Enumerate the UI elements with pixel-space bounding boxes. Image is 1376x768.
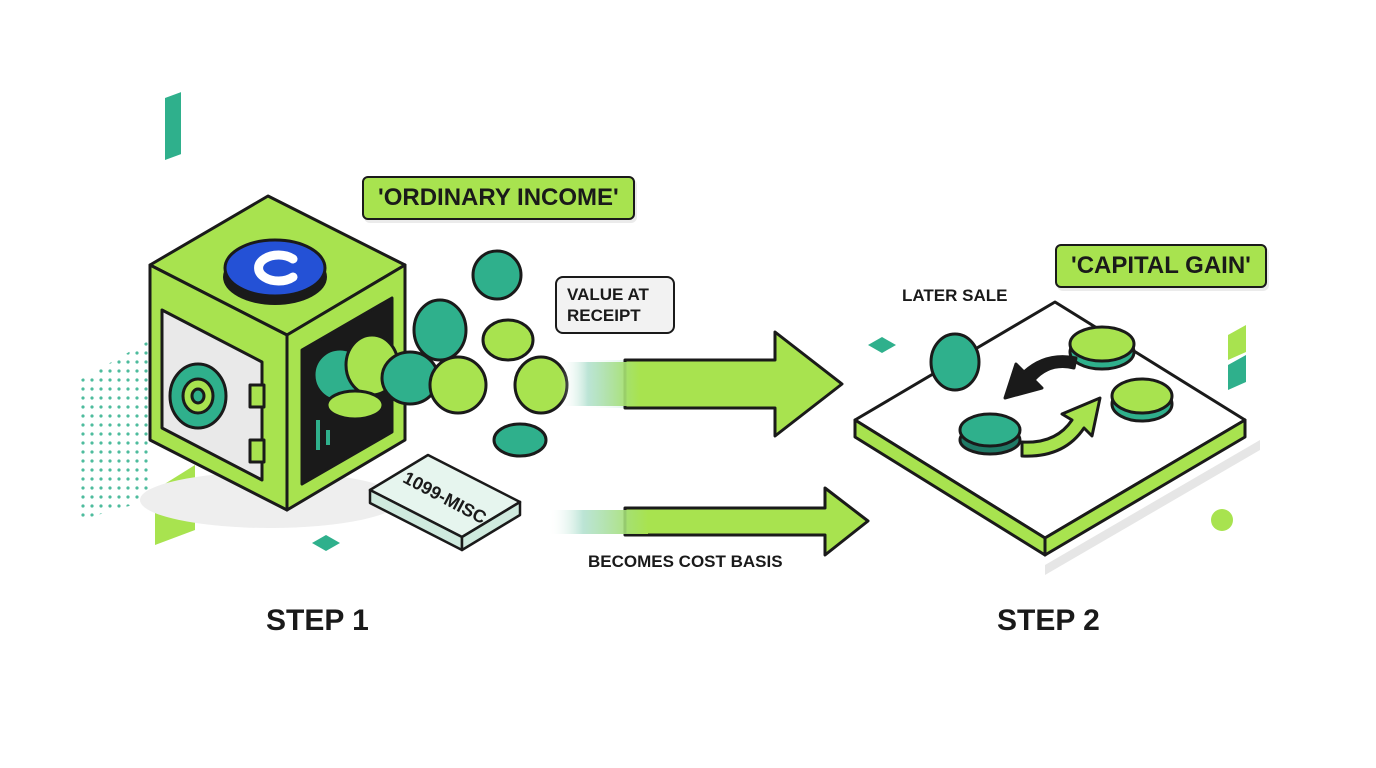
decor-green-shard-2: [1228, 325, 1246, 360]
decor-teal-shard: [1228, 355, 1246, 390]
decor-teal-diamond: [312, 535, 340, 551]
coin: [428, 355, 488, 415]
decor-green-dot: [1211, 509, 1233, 531]
upper-flow-arrow: [560, 330, 844, 438]
coin: [513, 355, 569, 415]
decor-dots-pattern: [80, 340, 150, 520]
decor-teal-bar: [165, 92, 181, 160]
cost-basis-caption: BECOMES COST BASIS: [588, 552, 783, 571]
spilling-coins: [312, 249, 569, 458]
coin: [492, 422, 548, 458]
brand-c-logo-icon: [223, 238, 327, 305]
platform-shadow: [1045, 440, 1260, 575]
ordinary-income-tag: 'ORDINARY INCOME': [362, 176, 635, 220]
capital-gain-tag: 'CAPITAL GAIN': [1055, 244, 1267, 288]
platform-coins: [929, 325, 1174, 456]
vault-dial-icon: [168, 362, 228, 430]
lower-flow-arrow: [548, 486, 870, 557]
coin: [481, 318, 535, 362]
note-line-1: VALUE AT: [567, 285, 649, 304]
step-2-label: STEP 2: [997, 604, 1100, 637]
trading-platform: [853, 300, 1247, 557]
swap-arrows-icon: [1003, 355, 1102, 458]
later-sale-caption: LATER SALE: [902, 286, 1008, 305]
coin: [412, 298, 468, 362]
coin: [325, 389, 385, 421]
coin: [471, 249, 523, 301]
value-at-receipt-note: VALUE AT RECEIPT: [555, 276, 675, 334]
step-1-label: STEP 1: [266, 604, 369, 637]
decor-teal-diamond-2: [868, 337, 896, 353]
tax-document-slab: [368, 453, 522, 552]
note-line-2: RECEIPT: [567, 306, 641, 325]
